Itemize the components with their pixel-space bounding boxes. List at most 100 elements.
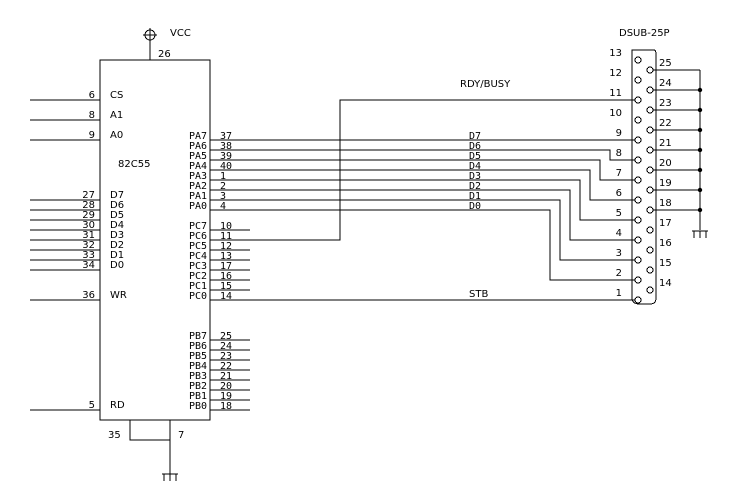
connector-pin-left: [634, 196, 642, 204]
right-pin-label: PA6: [189, 141, 207, 152]
gnd-pin-number-a: 35: [108, 430, 121, 441]
left-pin-label: D5: [110, 210, 124, 221]
connector-pin-left: [634, 276, 642, 284]
connector-pin-number-left: 3: [616, 248, 622, 259]
connector-pin-left: [634, 76, 642, 84]
connector-pin-left: [634, 116, 642, 124]
left-pin-label: D1: [110, 250, 124, 261]
left-pin-number: 33: [82, 250, 95, 261]
connector-pin-right: [646, 66, 654, 74]
right-pin-label: PC4: [189, 251, 207, 262]
connector-pin-number-left: 13: [609, 48, 622, 59]
connector-pin-number-left: 1: [616, 288, 622, 299]
connector-pin-number-right: 21: [659, 138, 672, 149]
connector-pin-number-right: 22: [659, 118, 672, 129]
net-label-data: D0: [469, 201, 481, 212]
connector-pin-number-right: 20: [659, 158, 672, 169]
connector-pin-left: [634, 56, 642, 64]
connector-pin-left: [634, 296, 642, 304]
connector-pin-left: [634, 136, 642, 144]
right-pin-number: 14: [220, 291, 232, 302]
right-pin-label: PC6: [189, 231, 207, 242]
net-label-data: D4: [469, 161, 481, 172]
left-pin-number: 27: [82, 190, 95, 201]
left-pin-label: D3: [110, 230, 124, 241]
right-pin-number: 20: [220, 381, 232, 392]
right-pin-number: 21: [220, 371, 232, 382]
left-pin-label: RD: [110, 400, 125, 411]
left-pin-number: 8: [89, 110, 95, 121]
left-pin-number: 28: [82, 200, 95, 211]
left-pin-number: 36: [82, 290, 95, 301]
connector-pin-number-right: 18: [659, 198, 672, 209]
connector-pin-right: [646, 206, 654, 214]
connector-pin-number-right: 14: [659, 278, 672, 289]
data-wire: [250, 179, 635, 221]
left-pin-label: D7: [110, 190, 124, 201]
right-pin-number: 22: [220, 361, 232, 372]
right-pin-label: PB5: [189, 351, 207, 362]
connector-pin-right: [646, 286, 654, 294]
data-wire: [250, 189, 635, 241]
right-pin-label: PC2: [189, 271, 207, 282]
right-pin-number: 38: [220, 141, 232, 152]
right-pin-number: 40: [220, 161, 232, 172]
right-pin-label: PA0: [189, 201, 207, 212]
left-pin-label: CS: [110, 90, 123, 101]
connector-pin-left: [634, 156, 642, 164]
connector-pin-number-right: 25: [659, 58, 672, 69]
left-pin-number: 31: [82, 230, 95, 241]
data-wire: [250, 199, 635, 261]
vcc-pin-number: 26: [158, 49, 171, 60]
chip-name: 82C55: [118, 159, 150, 170]
left-pin-label: D0: [110, 260, 124, 271]
right-pin-number: 37: [220, 131, 232, 142]
right-pin-label: PC3: [189, 261, 207, 272]
net-label-data: D2: [469, 181, 481, 192]
net-label-data: D5: [469, 151, 481, 162]
right-pin-label: PC5: [189, 241, 207, 252]
wires: [250, 99, 635, 301]
right-pin-label: PB7: [189, 331, 207, 342]
right-pin-label: PC1: [189, 281, 207, 292]
net-label-data: D3: [469, 171, 481, 182]
connector-ground-symbol: [692, 230, 708, 238]
right-pin-label: PB2: [189, 381, 207, 392]
gnd-pin-number-b: 7: [178, 430, 184, 441]
right-pin-label: PA7: [189, 131, 207, 142]
right-pin-label: PC7: [189, 221, 207, 232]
right-pin-label: PA5: [189, 151, 207, 162]
left-pin-number: 5: [89, 400, 95, 411]
connector-pin-number-left: 6: [616, 188, 622, 199]
connector-pin-number-right: 15: [659, 258, 672, 269]
connector-pin-number-left: 4: [616, 228, 622, 239]
connector-pin-right: [646, 166, 654, 174]
net-label-data: D7: [469, 131, 481, 142]
right-pin-number: 4: [220, 201, 226, 212]
connector-pin-right: [646, 86, 654, 94]
right-pin-number: 15: [220, 281, 232, 292]
right-pin-number: 23: [220, 351, 232, 362]
left-pin-label: D4: [110, 220, 124, 231]
right-pin-number: 10: [220, 221, 232, 232]
gnd-tie-wire: [129, 420, 171, 441]
connector-pin-number-right: 19: [659, 178, 672, 189]
connector-pin-left: [634, 216, 642, 224]
connector-pin-number-left: 11: [609, 88, 622, 99]
connector-shell: [631, 49, 657, 305]
connector-pin-number-left: 8: [616, 148, 622, 159]
right-pin-number: 24: [220, 341, 232, 352]
right-pin-number: 11: [220, 231, 232, 242]
data-wire: [250, 159, 635, 181]
ground-symbol: [162, 473, 178, 481]
left-pin-number: 32: [82, 240, 95, 251]
connector-pin-number-right: 23: [659, 98, 672, 109]
right-pin-label: PB3: [189, 371, 207, 382]
right-pin-label: PA1: [189, 191, 207, 202]
right-pin-label: PB1: [189, 391, 207, 402]
vcc-label: VCC: [170, 28, 191, 39]
right-pin-label: PA3: [189, 171, 207, 182]
right-pin-label: PB0: [189, 401, 207, 412]
left-pin-number: 9: [89, 130, 95, 141]
